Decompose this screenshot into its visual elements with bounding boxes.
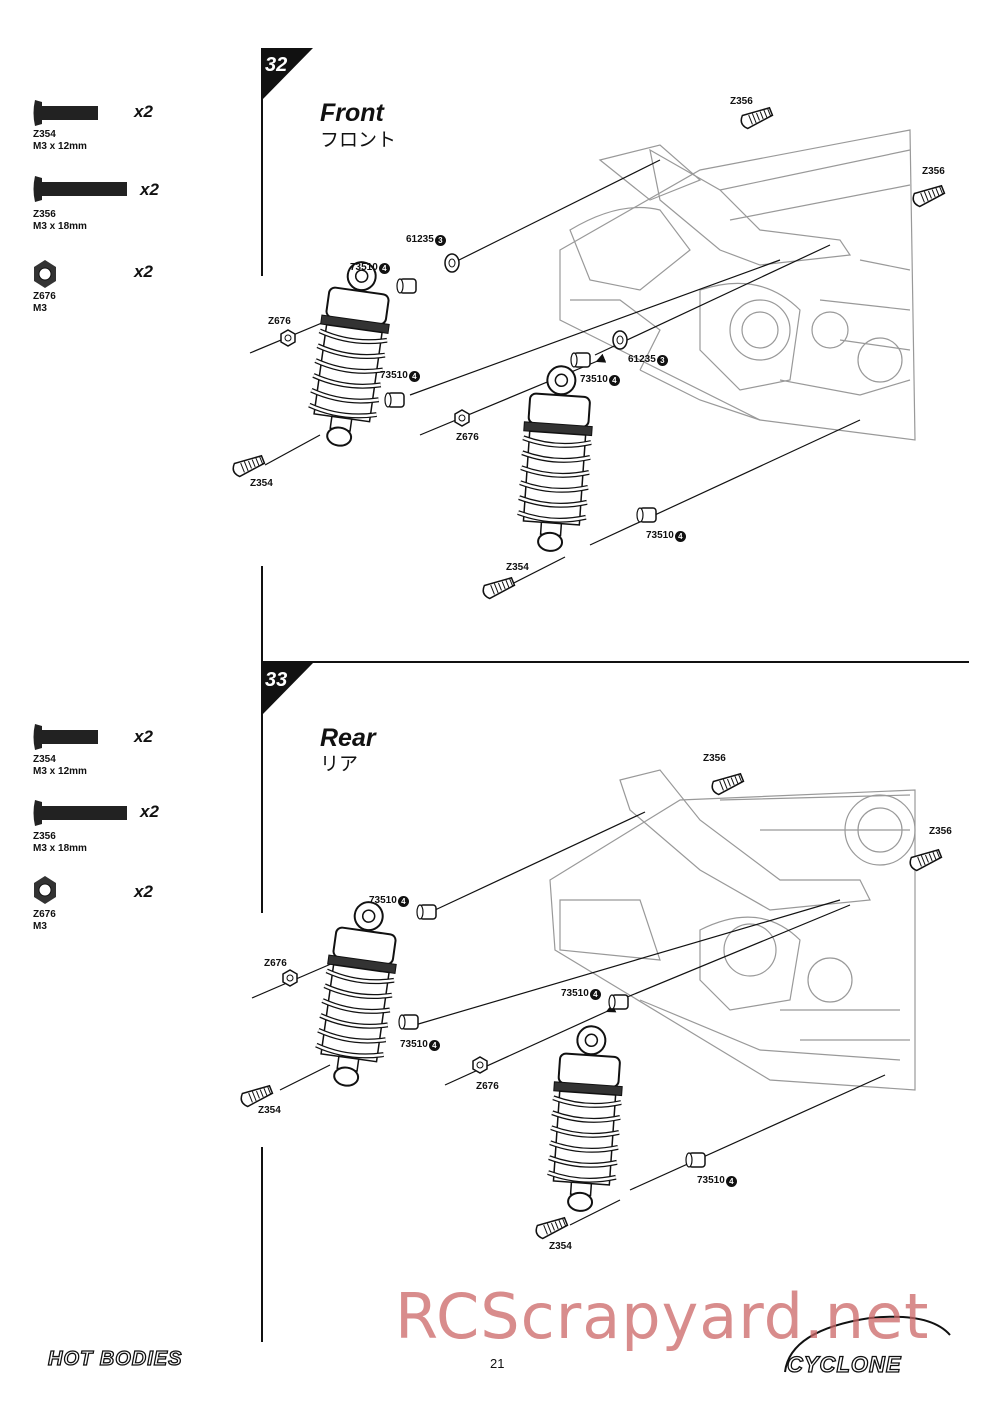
step-subtitle: リア <box>320 754 359 775</box>
part-quantity: x2 <box>134 102 153 121</box>
front-spacer-d <box>636 507 657 523</box>
rear-nut-a <box>282 969 298 987</box>
front-z356-screw-b <box>910 182 947 209</box>
front-shock-left <box>304 258 397 451</box>
part-quantity: x2 <box>140 180 159 199</box>
part-quantity: x2 <box>134 262 153 281</box>
front-z354-screw-b <box>480 574 517 601</box>
watermark-text: RCScrapyard.net <box>395 1280 930 1353</box>
rear-z354-screw-b <box>533 1214 570 1241</box>
step-divider-vertical <box>261 566 263 661</box>
long-screw-icon <box>33 800 127 826</box>
front-washer-b <box>612 330 628 350</box>
rear-spacer-d <box>685 1152 706 1168</box>
callout-label: Z676 <box>264 958 287 969</box>
callout-label: Z356 <box>730 96 753 107</box>
front-z354-screw-a <box>230 452 267 479</box>
part-quantity: x2 <box>140 802 159 821</box>
callout-label: Z354 <box>258 1105 281 1116</box>
callout-label: Z354 <box>549 1241 572 1252</box>
front-nut-a <box>280 329 296 347</box>
rear-chassis-drawing <box>549 769 916 1091</box>
step-32-frame-line <box>261 48 263 276</box>
rear-nut-b <box>472 1056 488 1074</box>
rear-z356-screw-b <box>907 846 944 873</box>
step-33-frame-line-lower <box>261 1147 263 1342</box>
callout-label: Z354 <box>506 562 529 573</box>
step-title: Rear <box>320 724 376 752</box>
front-chassis-drawing <box>559 129 916 441</box>
front-z356-screw-a <box>738 104 775 131</box>
short-screw-icon <box>33 100 98 126</box>
step-33-frame-line <box>261 663 263 913</box>
step-32-badge-shape <box>262 48 313 100</box>
rear-spacer-c <box>608 994 629 1010</box>
rear-spacer-a <box>416 904 437 920</box>
step-number: 32 <box>265 54 288 76</box>
step-subtitle: フロント <box>320 130 397 151</box>
callout-label: Z356 <box>929 826 952 837</box>
nut-icon <box>34 876 56 904</box>
hot-bodies-logo: HOT BODIES <box>47 1347 183 1370</box>
front-spacer-a <box>396 278 417 294</box>
front-shock-right <box>516 364 597 553</box>
short-screw-icon <box>33 724 98 750</box>
page-number: 21 <box>490 1356 505 1371</box>
rear-z356-screw-a <box>709 770 746 797</box>
front-spacer-b <box>384 392 405 408</box>
front-washer-a <box>444 253 460 273</box>
step-title: Front <box>320 99 384 127</box>
long-screw-icon <box>33 176 127 202</box>
step-divider-horizontal <box>261 661 969 663</box>
step-33-badge-shape <box>262 663 313 715</box>
rear-shock-left <box>311 898 404 1091</box>
callout-label: Z676 <box>268 316 291 327</box>
callout-label: Z354 <box>250 478 273 489</box>
front-nut-b <box>454 409 470 427</box>
callout-label: Z676 <box>476 1081 499 1092</box>
callout-label: Z356 <box>703 753 726 764</box>
callout-label: Z676 <box>456 432 479 443</box>
callout-label: Z356 <box>922 166 945 177</box>
rear-shock-right <box>546 1024 627 1213</box>
cyclone-logo-swoosh <box>784 1315 951 1373</box>
nut-icon <box>34 260 56 288</box>
front-spacer-c <box>570 352 591 368</box>
rear-spacer-b <box>398 1014 419 1030</box>
part-quantity: x2 <box>134 882 153 901</box>
cyclone-logo: CYCLONE <box>786 1351 902 1377</box>
step-number: 33 <box>265 669 288 691</box>
part-quantity: x2 <box>134 727 153 746</box>
